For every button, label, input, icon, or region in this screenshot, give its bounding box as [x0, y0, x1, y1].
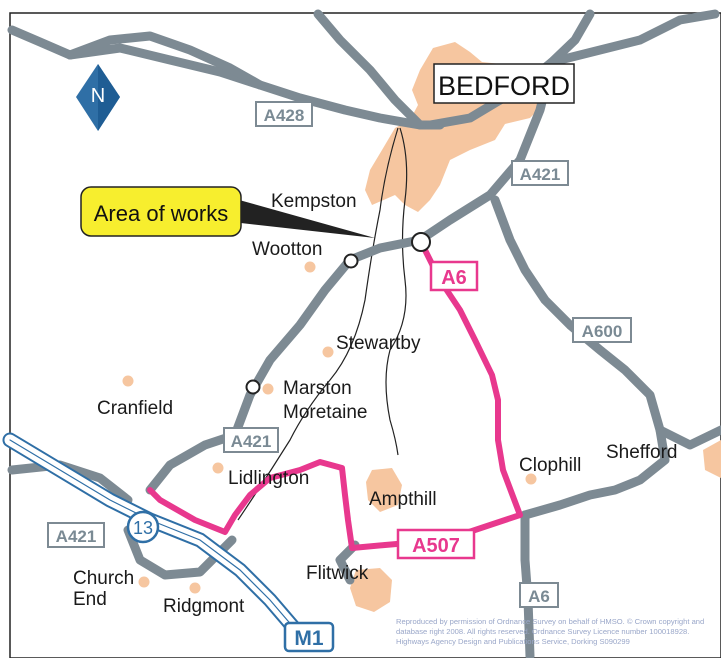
cranfield-dot — [122, 375, 134, 387]
road-a6-south — [520, 510, 535, 658]
callout: Area of works — [80, 186, 375, 238]
north-label: N — [91, 85, 105, 107]
callout-text: Area of works — [94, 201, 229, 226]
place-clophill: Clophill — [519, 455, 581, 476]
grey-roads — [7, 9, 721, 658]
road-ridgmont — [123, 525, 237, 580]
junction-number: 13 — [133, 518, 153, 538]
ampthill-area — [366, 468, 402, 512]
road-a600 — [490, 195, 670, 520]
shield-a421-ne: A421 — [520, 165, 561, 184]
copyright-line-1: Reproduced by permission of Ordnance Sur… — [396, 617, 705, 626]
place-stewartby: Stewartby — [336, 333, 421, 354]
roundabout-marston — [245, 379, 261, 395]
shield-a507: A507 — [412, 535, 460, 557]
shield-a600: A600 — [582, 322, 623, 341]
place-church: Church — [73, 568, 134, 589]
road-top-left — [65, 31, 265, 90]
place-ridgmont: Ridgmont — [163, 596, 245, 617]
shield-a421-west: A421 — [56, 527, 97, 546]
flitwick-area — [350, 568, 392, 612]
place-ampthill: Ampthill — [369, 489, 437, 510]
railway-2 — [237, 127, 399, 521]
wootton-dot — [304, 261, 316, 273]
copyright-line-2: database right 2008. All rights reserved… — [396, 627, 690, 636]
place-marston-1: Marston — [283, 378, 352, 399]
church-end-dot — [138, 576, 150, 588]
shield-a428: A428 — [264, 106, 305, 125]
bedford-label-box: BEDFORD — [433, 63, 575, 104]
m1-shield: M1 — [283, 621, 335, 653]
clophill-dot — [525, 473, 537, 485]
road-shefford-east — [655, 425, 721, 450]
place-wootton: Wootton — [252, 239, 322, 260]
north-arrow-icon: N — [76, 64, 120, 131]
marston-dot — [262, 383, 274, 395]
railway-1 — [385, 127, 408, 456]
road-shields: A428 A421 A600 A421 A421 A6 — [47, 101, 632, 608]
shield-a6-south: A6 — [528, 587, 550, 606]
road-north — [313, 9, 425, 130]
m1-label: M1 — [294, 627, 323, 650]
road-a421-main — [145, 57, 557, 495]
roundabout-wootton — [343, 253, 359, 269]
roundabout-kempston — [411, 232, 431, 252]
shefford-area — [703, 440, 721, 478]
place-shefford: Shefford — [606, 442, 677, 463]
pink-route — [147, 239, 523, 551]
bedford-label: BEDFORD — [438, 71, 570, 101]
junction-13: 13 — [126, 510, 160, 544]
copyright-line-3: Highways Agency Design and Publications … — [396, 637, 630, 646]
m1-motorway — [2, 432, 308, 643]
place-lidlington: Lidlington — [228, 468, 309, 489]
pink-shields: A6 A507 — [396, 260, 479, 560]
lidlington-dot — [212, 462, 224, 474]
place-end: End — [73, 589, 107, 610]
road-a421-west — [7, 460, 133, 505]
place-cranfield: Cranfield — [97, 398, 173, 419]
ridgmont-dot — [189, 582, 201, 594]
railway-lines — [237, 127, 408, 521]
shield-a421-mid: A421 — [231, 432, 272, 451]
place-labels: Kempston Wootton Stewartby Marston Moret… — [73, 191, 677, 617]
place-flitwick: Flitwick — [306, 563, 369, 584]
stewartby-dot — [322, 346, 334, 358]
place-kempston: Kempston — [271, 191, 357, 212]
copyright-notice: Reproduced by permission of Ordnance Sur… — [396, 617, 716, 647]
shield-a6-pink: A6 — [441, 267, 467, 289]
place-marston-2: Moretaine — [283, 402, 368, 423]
